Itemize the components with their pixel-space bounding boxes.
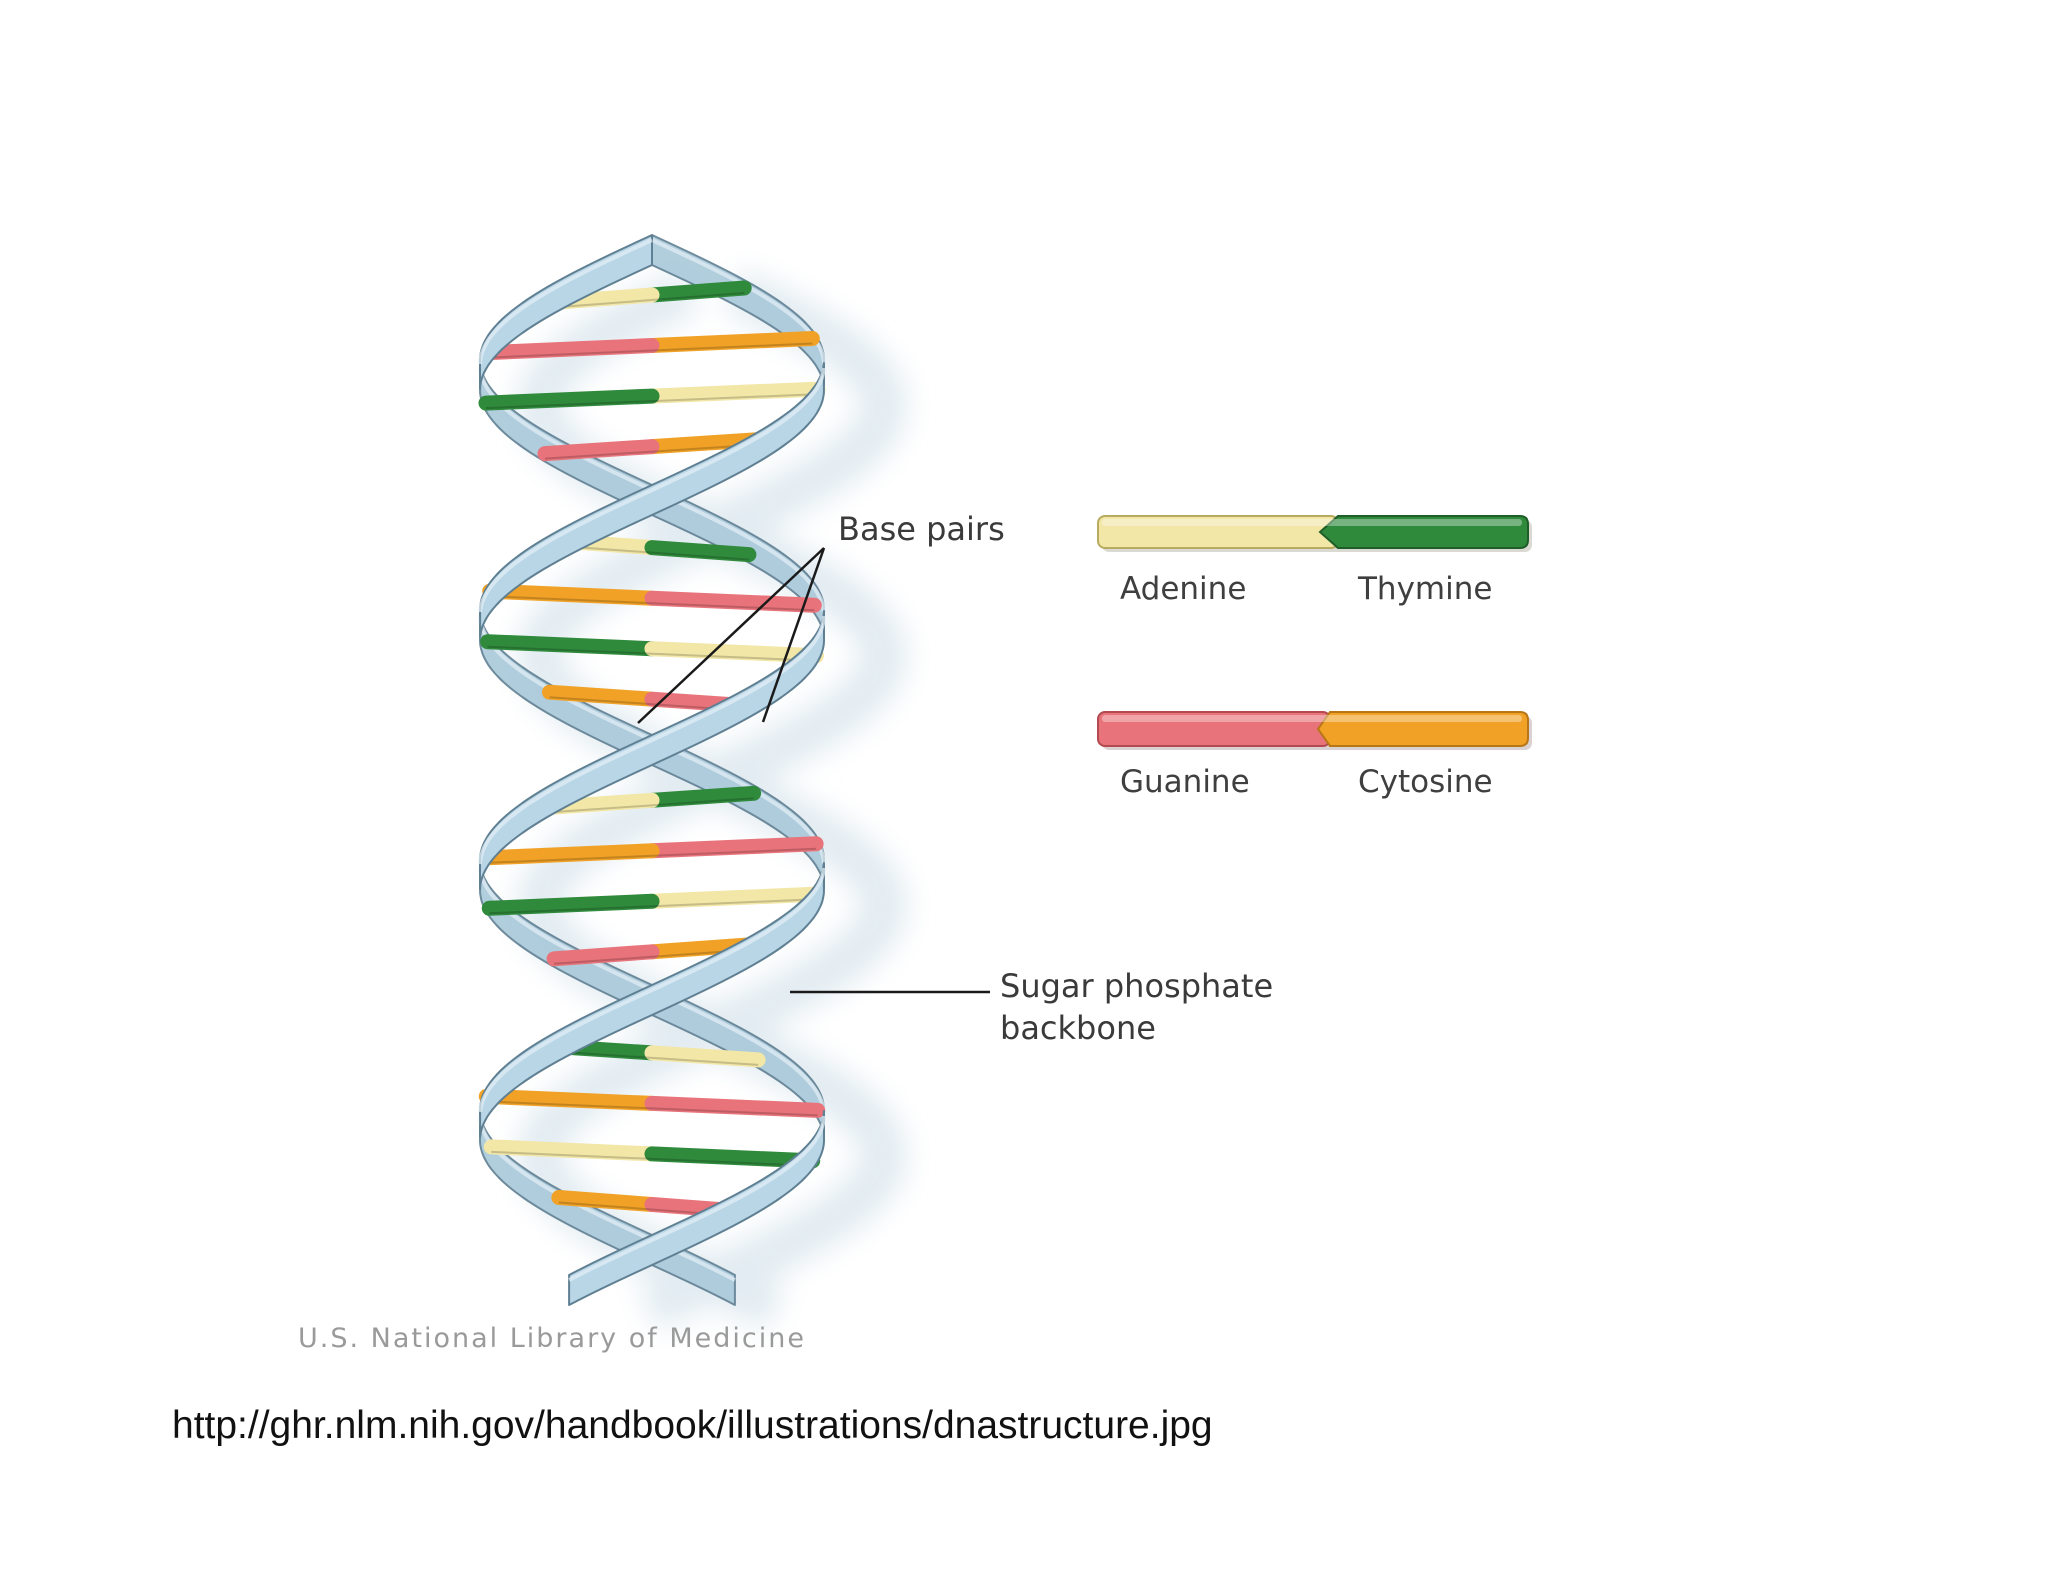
base-pair-12-shade <box>487 847 817 864</box>
sugar-phosphate-label-line-2: backbone <box>1000 1009 1156 1047</box>
backbone-front-segment-1-1-highlight <box>478 367 826 613</box>
backbone-front-segment-1-1 <box>479 362 825 638</box>
backbone-front-segment-2-1-highlight <box>478 238 653 365</box>
base-pair-7-half-1 <box>482 583 660 606</box>
base-pair-1-shade <box>559 292 745 308</box>
base-pair-2-half-2 <box>484 338 660 360</box>
base-pair-6-shade <box>555 544 749 561</box>
source-url: http://ghr.nlm.nih.gov/handbook/illustra… <box>172 1404 1213 1447</box>
base-pair-11-half-1 <box>644 785 762 808</box>
base-pair-2-shade <box>491 342 813 359</box>
base-pair-13-half-2 <box>481 893 660 916</box>
backbone-front-segment-1-2-highlight <box>478 867 826 1113</box>
base-pair-9-half-1 <box>542 684 660 707</box>
base-pair-8-half-1 <box>480 634 660 657</box>
base-pair-17-shade <box>486 1100 818 1117</box>
sugar-phosphate-backbone-front <box>478 234 826 1306</box>
base-pair-11-shade <box>550 797 754 814</box>
base-pair-17-half-1 <box>478 1088 660 1111</box>
base-pair-8-half-2 <box>644 641 824 664</box>
base-pair-8-shade <box>487 645 817 662</box>
base-pair-13-half-1 <box>644 886 823 909</box>
base-pair-18-shade <box>491 1150 813 1167</box>
legend-guanine-cytosine-bar <box>1097 711 1532 750</box>
base-pair-6-half-2 <box>644 540 757 563</box>
legend-thymine-label: Thymine <box>1358 571 1493 607</box>
base-pair-18-half-2 <box>644 1146 821 1169</box>
backbone-front-segment-2-1 <box>479 234 653 390</box>
image-credit: U.S. National Library of Medicine <box>298 1323 806 1354</box>
base-pair-19-half-1 <box>551 1190 660 1212</box>
sugar-phosphate-label-line-1: Sugar phosphate <box>1000 967 1274 1005</box>
backbone-front-segment-1-2 <box>479 862 825 1138</box>
backbone-front-segment-2-3-highlight <box>568 1115 826 1282</box>
leader-lines <box>637 547 990 994</box>
base-pair-3-shade <box>485 393 819 410</box>
legend-guanine-label: Guanine <box>1120 764 1250 800</box>
base-pair-12-half-1 <box>644 836 824 859</box>
base-pairs-label: Base pairs <box>838 510 1005 548</box>
legend <box>1097 515 1532 750</box>
base-pair-14-half-2 <box>546 944 660 967</box>
base-pair-17-half-2 <box>644 1095 826 1118</box>
legend-cytosine-label: Cytosine <box>1358 764 1493 800</box>
base-pairs-leader-line-2 <box>761 547 826 723</box>
base-pair-7-half-2 <box>644 590 822 613</box>
base-pair-16-shade <box>545 1049 759 1066</box>
legend-adenine-label: Adenine <box>1120 571 1247 607</box>
base-pair-4-half-2 <box>537 439 660 462</box>
base-pair-3-half-1 <box>644 381 826 404</box>
base-pair-12-half-2 <box>480 843 660 866</box>
base-pair-3-half-2 <box>478 388 660 411</box>
base-pair-14-shade <box>554 948 750 965</box>
backbone-front-segment-2-2 <box>479 610 825 890</box>
base-pairs-leader-line-1 <box>637 547 825 724</box>
backbone-front-segment-2-3 <box>568 1110 825 1306</box>
base-pair-4-shade <box>544 443 760 460</box>
base-pair-16-half-2 <box>644 1045 766 1068</box>
base-pair-1-half-1 <box>644 280 752 303</box>
sugar-phosphate-backbone-label: Sugar phosphate backbone <box>1000 965 1273 1049</box>
base-pair-13-shade <box>489 898 815 915</box>
backbone-front-segment-2-2-highlight <box>478 615 826 865</box>
legend-adenine-thymine-bar <box>1097 515 1532 552</box>
base-pair-2-half-1 <box>644 331 820 353</box>
base-pair-18-half-1 <box>483 1139 660 1162</box>
